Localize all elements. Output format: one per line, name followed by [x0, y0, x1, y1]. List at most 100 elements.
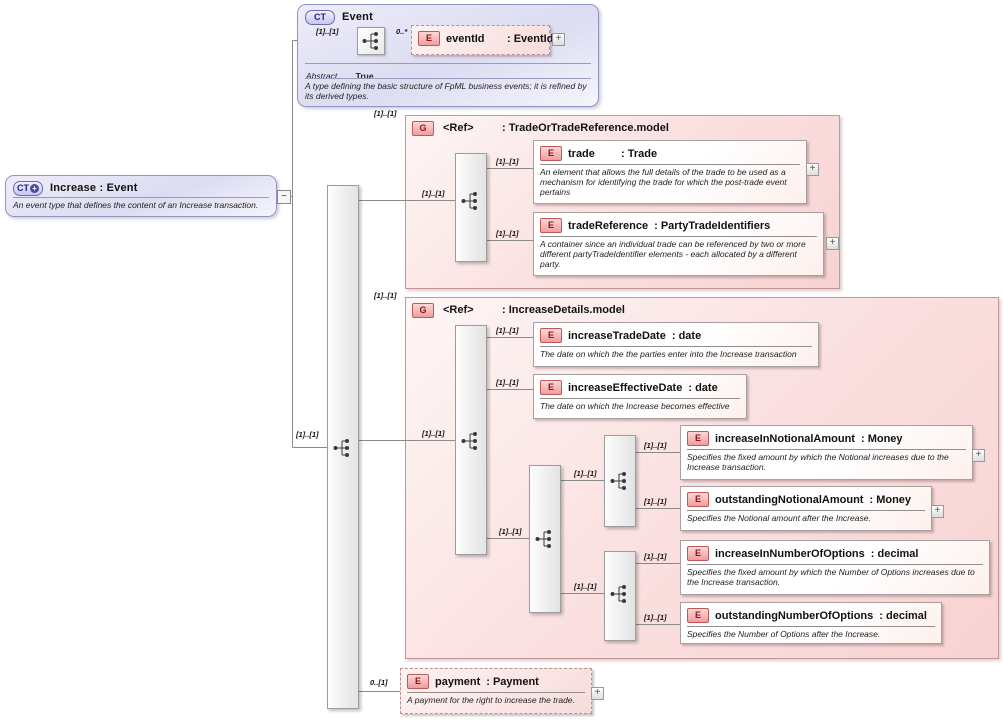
element-box-increase-in-notional-amount[interactable]: E increaseInNotionalAmount : Money Speci…: [680, 425, 973, 480]
divider: [13, 197, 269, 198]
sequence-icon: [610, 472, 626, 490]
expand-button[interactable]: +: [931, 505, 944, 518]
element-description: A payment for the right to increase the …: [407, 695, 575, 705]
element-name: increaseEffectiveDate: [568, 381, 683, 394]
group-ref-label: <Ref>: [443, 122, 474, 134]
derived-plus-icon: +: [30, 183, 39, 193]
sequence-compositor-bar: [604, 435, 636, 527]
element-description: Specifies the fixed amount by which the …: [687, 567, 975, 587]
cardinality-label: 0..*: [396, 27, 408, 36]
cardinality-label: [1]..[1]: [644, 497, 667, 506]
element-type: : Payment: [486, 675, 539, 688]
group-header: G <Ref> : TradeOrTradeReference.model: [406, 116, 839, 136]
group-type-label: : IncreaseDetails.model: [502, 304, 625, 316]
element-name: payment: [435, 675, 481, 688]
group-badge-icon: G: [412, 302, 434, 318]
cardinality-label: [1]..[1]: [496, 378, 519, 387]
cardinality-label: [1]..[1]: [296, 430, 319, 439]
divider: [687, 564, 983, 565]
sequence-icon: [333, 439, 349, 457]
element-box-increase-trade-date[interactable]: E increaseTradeDate : date The date on w…: [533, 322, 819, 367]
element-name: increaseInNotionalAmount: [715, 432, 855, 445]
element-description: Specifies the fixed amount by which the …: [687, 452, 949, 472]
cardinality-label: [1]..[1]: [499, 527, 522, 536]
divider: [305, 63, 591, 64]
divider: [687, 626, 935, 627]
element-badge-icon: E: [687, 492, 709, 507]
expand-button[interactable]: +: [806, 163, 819, 176]
sequence-compositor[interactable]: [357, 27, 385, 55]
element-description: The date on which the the parties enter …: [540, 349, 797, 359]
element-name: eventId: [446, 32, 485, 45]
expand-button[interactable]: +: [552, 33, 565, 46]
cardinality-label: 0..[1]: [370, 678, 388, 687]
group-badge-icon: G: [412, 120, 434, 136]
element-box-trade[interactable]: E trade : Trade An element that allows t…: [533, 140, 807, 204]
element-name: outstandingNotionalAmount: [715, 493, 864, 506]
element-type: : date: [688, 381, 718, 394]
element-box-increase-in-number-of-options[interactable]: E increaseInNumberOfOptions : decimal Sp…: [680, 540, 990, 595]
cardinality-label: [1]..[1]: [574, 582, 597, 591]
element-name: tradeReference: [568, 219, 649, 232]
event-description: A type defining the basic structure of F…: [305, 81, 587, 101]
cardinality-label: [1]..[1]: [496, 229, 519, 238]
expand-button[interactable]: +: [591, 687, 604, 700]
cardinality-label: [1]..[1]: [644, 613, 667, 622]
cardinality-label: [1]..[1]: [374, 109, 397, 118]
element-box-outstanding-notional-amount[interactable]: E outstandingNotionalAmount : Money Spec…: [680, 486, 932, 531]
element-description: Specifies the Number of Options after th…: [687, 629, 881, 639]
element-badge-icon: E: [540, 380, 562, 395]
sequence-icon: [535, 530, 551, 548]
cardinality-label: [1]..[1]: [574, 469, 597, 478]
cardinality-label: [1]..[1]: [422, 429, 445, 438]
element-description: The date on which the Increase becomes e…: [540, 401, 730, 411]
element-box-trade-reference[interactable]: E tradeReference : PartyTradeIdentifiers…: [533, 212, 824, 276]
sequence-compositor-bar: [529, 465, 561, 613]
divider: [687, 510, 925, 511]
expand-button[interactable]: +: [826, 237, 839, 250]
choice-compositor-bar: [455, 153, 487, 262]
sequence-icon: [362, 32, 378, 50]
complex-type-box-increase[interactable]: CT + Increase : Event An event type that…: [5, 175, 277, 217]
element-name: outstandingNumberOfOptions: [715, 609, 874, 622]
collapse-button[interactable]: −: [277, 190, 291, 204]
cardinality-label: [1]..[1]: [496, 157, 519, 166]
choice-icon: [461, 192, 477, 210]
sequence-compositor-bar: [604, 551, 636, 641]
expand-button[interactable]: +: [972, 449, 985, 462]
element-box-payment[interactable]: E payment : Payment A payment for the ri…: [400, 668, 592, 714]
complex-type-badge-icon: CT: [305, 9, 335, 25]
increase-description: An event type that defines the content o…: [13, 200, 259, 210]
element-badge-icon: E: [687, 546, 709, 561]
element-badge-icon: E: [540, 328, 562, 343]
sequence-compositor-bar: [455, 325, 487, 555]
element-description: Specifies the Notional amount after the …: [687, 513, 871, 523]
element-box-increase-effective-date[interactable]: E increaseEffectiveDate : date The date …: [533, 374, 747, 419]
element-type: : Money: [869, 493, 912, 506]
element-name: trade: [568, 147, 595, 160]
complex-type-badge-icon: CT +: [13, 180, 43, 196]
increase-title: Increase : Event: [50, 182, 138, 194]
element-box-outstanding-number-of-options[interactable]: E outstandingNumberOfOptions : decimal S…: [680, 602, 942, 644]
element-description: A container since an individual trade ca…: [540, 239, 806, 269]
cardinality-label: [1]..[1]: [496, 326, 519, 335]
element-name: increaseInNumberOfOptions: [715, 547, 865, 560]
sequence-icon: [461, 432, 477, 450]
element-box-event-id[interactable]: E eventId : EventId: [411, 25, 554, 55]
element-badge-icon: E: [687, 608, 709, 623]
complex-type-box-event[interactable]: CT Event Abstract True A type defining t…: [297, 4, 599, 107]
cardinality-label: [1]..[1]: [644, 552, 667, 561]
element-type: : EventId: [507, 32, 554, 45]
element-type: : decimal: [870, 547, 919, 560]
element-badge-icon: E: [407, 674, 429, 689]
element-type: : decimal: [879, 609, 927, 622]
event-title: Event: [342, 11, 373, 23]
cardinality-label: [1]..[1]: [316, 27, 339, 36]
abstract-value: True: [355, 71, 374, 81]
element-type: : date: [671, 329, 702, 342]
element-type: : PartyTradeIdentifiers: [654, 219, 771, 232]
divider: [305, 78, 591, 79]
divider: [687, 449, 966, 450]
cardinality-label: [1]..[1]: [374, 291, 397, 300]
